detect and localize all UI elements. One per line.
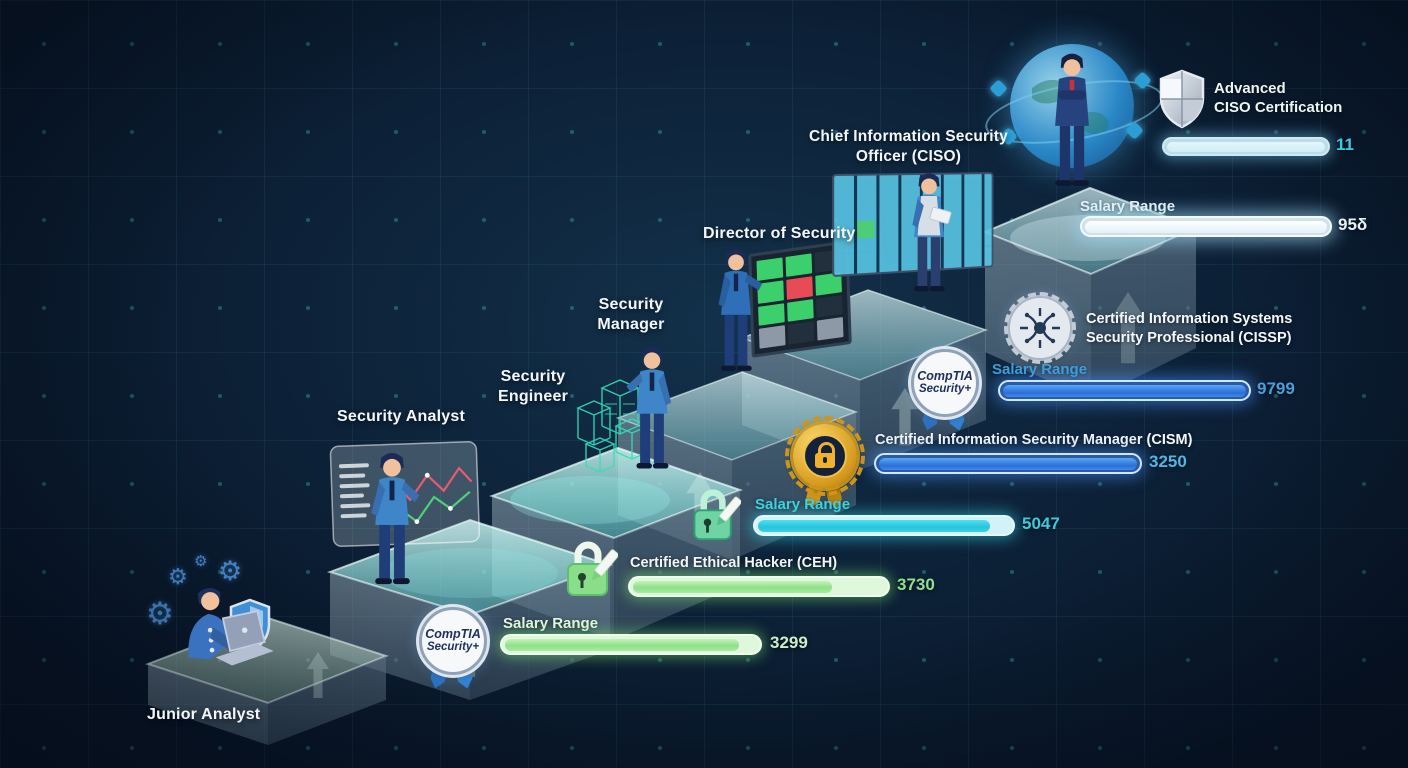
salary-bar-cissp [998,380,1251,401]
salary-range-label: Salary Range [1080,198,1176,215]
ciso-figure [1042,52,1102,199]
salary-value: 3299 [770,633,808,652]
cissp-badge-icon [1004,292,1076,364]
ciso-shield-icon [1157,68,1207,135]
salary-value: 3250 [1149,452,1187,471]
salary-value: 11 [1336,135,1354,154]
role-label-security-analyst: Security Analyst [337,408,465,425]
security-analyst-figure [360,452,424,595]
lock-pencil-icon [687,484,742,549]
salary-range-label: Salary Range [992,361,1088,378]
role-label-security-manager: Security Manager [597,296,665,333]
salary-range-label: Salary Range [755,496,851,513]
comptia-security-plus-badge: CompTIA Security+ [419,607,489,701]
role-label-ciso: Chief Information Security Officer (CISO… [809,128,1008,165]
ceh-label: Certified Ethical Hacker (CEH) [630,555,838,571]
salary-value: 9799 [1257,379,1295,398]
comptia-security-plus-badge: CompTIA Security+ [911,349,981,443]
salary-bar-ceh [628,576,890,597]
advanced-ciso-label: Advanced CISO Certification [1214,80,1343,116]
salary-range-label: Salary Range [503,615,599,632]
cism-label: Certified Information Security Manager (… [875,432,1193,448]
security-manager-figure [708,246,764,387]
salary-bar-cism [874,453,1142,474]
junior-analyst-figure [163,583,281,676]
security-engineer-figure [622,346,682,479]
director-of-security-figure [901,172,957,309]
role-label-director-of-security: Director of Security [703,225,856,242]
salary-value: 3730 [897,575,935,594]
cissp-label: Certified Information Systems Security P… [1086,311,1293,346]
salary-bar-comptia [500,634,762,655]
cert-progress-bar-advanced-ciso [1162,137,1330,156]
role-label-junior-analyst: Junior Analyst [147,706,261,723]
lock-pencil-icon [560,536,619,605]
salary-value: 5047 [1022,514,1060,533]
salary-bar-cyan [753,515,1015,536]
salary-value: 95δ [1338,215,1368,234]
salary-bar-ciso [1080,216,1332,237]
role-label-security-engineer: Security Engineer [497,368,569,405]
